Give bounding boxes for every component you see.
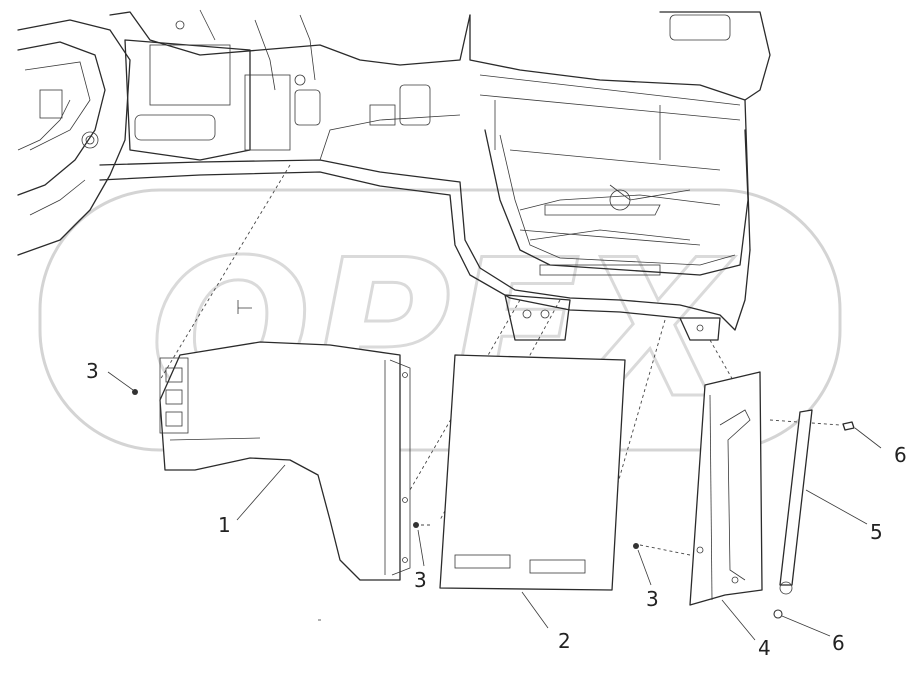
cab-frame-assembly: [17, 9, 771, 341]
part-1-trim-panel: [159, 300, 411, 581]
callout-labels: 3 1 3 2 3 4 5 6 6: [86, 359, 907, 660]
callout-1: 1: [218, 513, 231, 537]
part-5-strip: [779, 409, 813, 595]
callout-6-top: 6: [894, 443, 907, 467]
fasteners: [132, 389, 855, 621]
callout-4: 4: [758, 636, 771, 660]
callout-3-left: 3: [86, 359, 99, 383]
fastener-6-top: [842, 421, 855, 431]
leader-lines: [107, 371, 882, 641]
callout-5: 5: [870, 520, 883, 544]
part-4-side-trim: [689, 371, 763, 606]
fastener-6-bottom: [773, 609, 783, 619]
fastener-3-mid: [413, 522, 419, 528]
callout-3-right: 3: [646, 587, 659, 611]
fastener-3-left: [132, 389, 138, 395]
callout-3-mid: 3: [414, 568, 427, 592]
fastener-3-right: [633, 543, 639, 549]
callout-2: 2: [558, 629, 571, 653]
callout-6-bottom: 6: [832, 631, 845, 655]
part-2-floor-panel: [439, 354, 626, 591]
